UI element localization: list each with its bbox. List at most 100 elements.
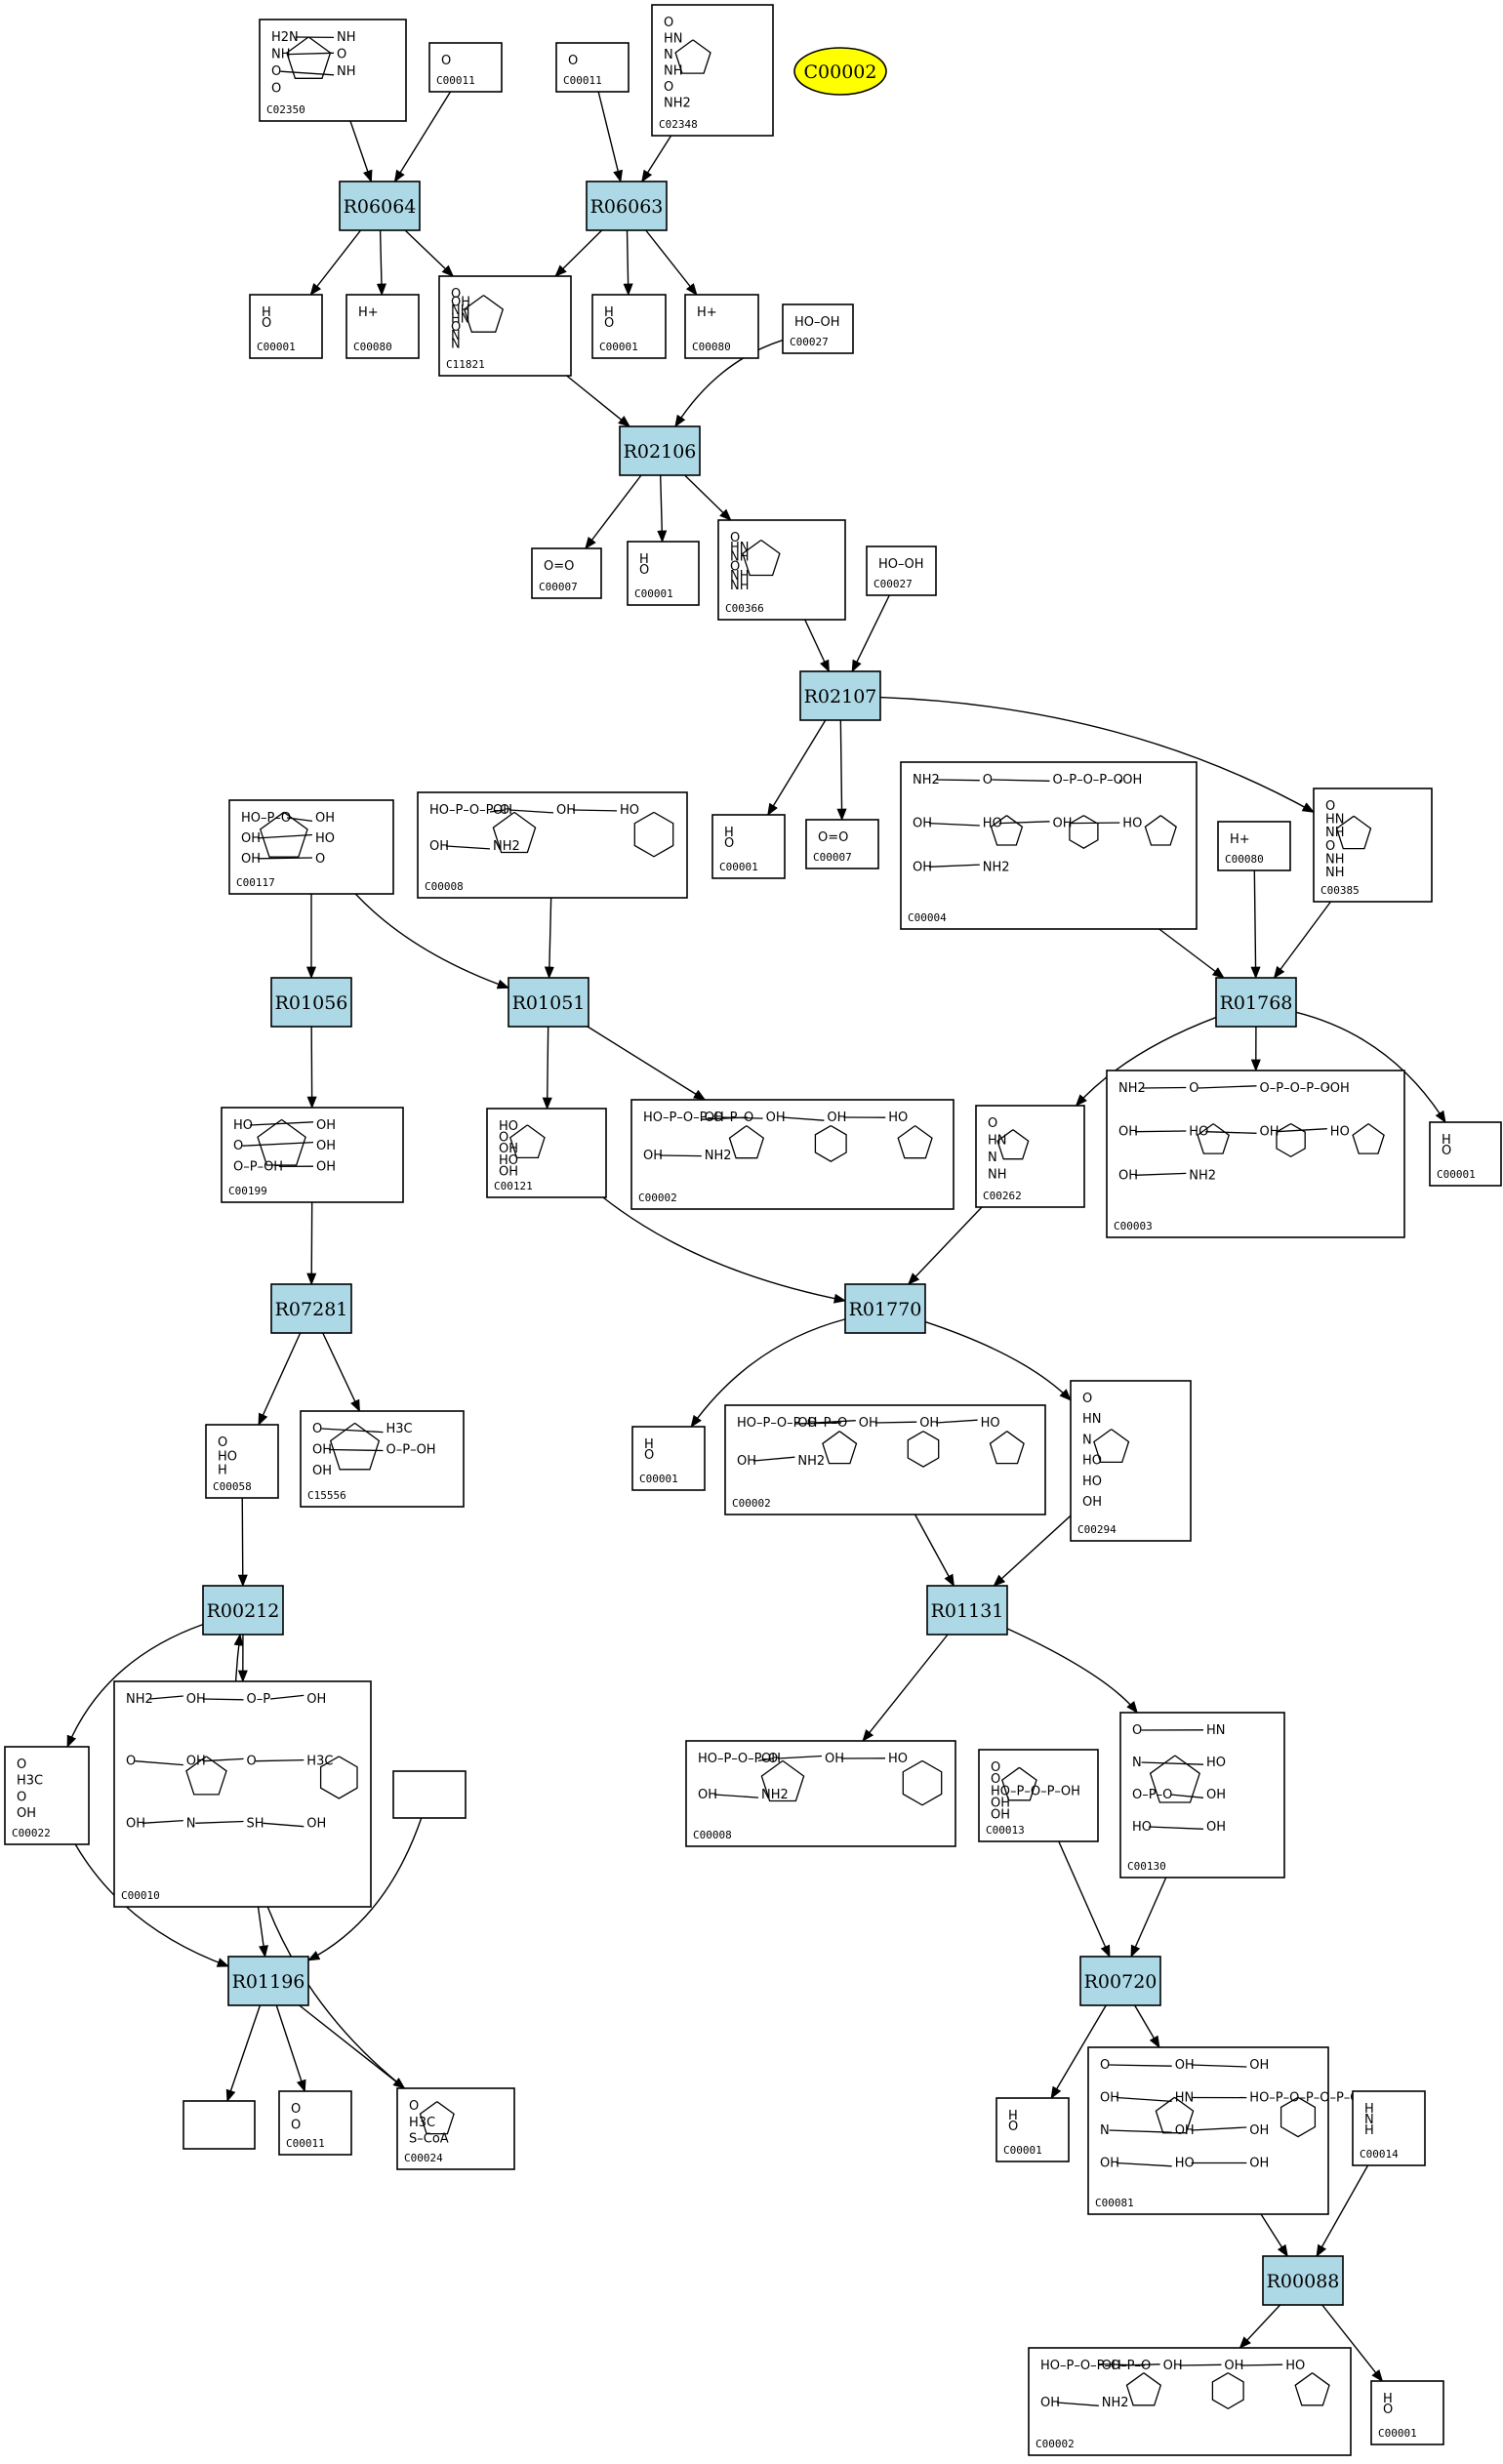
molecule-atom-label: OH xyxy=(797,1416,817,1431)
molecule-atom-label: OH xyxy=(17,1806,36,1821)
compound-box xyxy=(711,814,786,879)
molecule-bond xyxy=(1116,2096,1172,2103)
reaction-node-r00088[interactable]: R00088 xyxy=(1262,2255,1344,2306)
molecule-atom-label: HO xyxy=(499,1119,518,1134)
molecule-atom-label: HO xyxy=(888,1111,908,1125)
compound-node-blank1[interactable] xyxy=(392,1770,467,1819)
molecule-bond xyxy=(1179,2363,1222,2366)
reaction-node-r01770[interactable]: R01770 xyxy=(844,1283,926,1334)
molecule-atom-label: O xyxy=(1383,2403,1393,2417)
molecule-atom-label: HO–P–O–P–O–P–O xyxy=(643,1111,753,1125)
reaction-node-r00212[interactable]: R00212 xyxy=(202,1585,284,1636)
reaction-node-r01051[interactable]: R01051 xyxy=(508,977,589,1028)
compound-id-label: C00199 xyxy=(228,1185,267,1197)
reaction-node-r01131[interactable]: R01131 xyxy=(926,1585,1008,1636)
molecule-atom-label: O xyxy=(1325,839,1335,854)
edge-c00027a-R02106 xyxy=(674,339,784,428)
molecule-atom-label: O xyxy=(664,80,673,95)
reaction-box xyxy=(270,977,352,1028)
molecule-ring xyxy=(329,1422,381,1471)
molecule-atom-label: OH xyxy=(1249,2123,1269,2138)
molecule-atom-label: OH xyxy=(1330,1081,1350,1096)
reaction-node-r06063[interactable]: R06063 xyxy=(586,181,668,231)
reaction-node-r02107[interactable]: R02107 xyxy=(799,670,881,721)
edge-R00088-c00001h xyxy=(1321,2304,1384,2382)
compound-box xyxy=(805,819,879,869)
edge-blank1-R01196 xyxy=(306,1817,423,1961)
molecule-ring xyxy=(1001,1766,1037,1801)
molecule-atom-label: H xyxy=(639,552,649,567)
compound-id-label: C00007 xyxy=(813,851,852,864)
molecule-atom-label: H xyxy=(218,1464,227,1478)
legend-node[interactable]: C00002 xyxy=(793,47,887,96)
molecule-atom-label: NH2 xyxy=(1189,1168,1216,1183)
molecule-bond xyxy=(1109,2129,1172,2133)
molecule-bond xyxy=(928,864,980,868)
molecule-atom-label: HO–P–O–P–O xyxy=(429,803,509,818)
molecule-atom-label: OH xyxy=(1175,2058,1195,2073)
reaction-node-r01768[interactable]: R01768 xyxy=(1215,977,1297,1028)
reaction-node-r02106[interactable]: R02106 xyxy=(619,425,701,476)
molecule-bond xyxy=(489,809,506,813)
reaction-node-r06064[interactable]: R06064 xyxy=(339,181,421,231)
molecule-atom-label: NH2 xyxy=(705,1149,732,1163)
reaction-node-r07281[interactable]: R07281 xyxy=(270,1283,352,1334)
molecule-atom-label: HO xyxy=(1189,1125,1208,1140)
reaction-node-r01196[interactable]: R01196 xyxy=(227,1956,309,2006)
compound-box xyxy=(4,1746,90,1845)
compound-node-blank2[interactable] xyxy=(183,2100,256,2150)
molecule-atom-label: OH xyxy=(643,1149,663,1163)
molecule-atom-label: OH xyxy=(315,811,335,826)
molecule-atom-label: OH xyxy=(556,803,576,818)
molecule-atom-label: HN xyxy=(664,32,683,47)
reaction-node-r01056[interactable]: R01056 xyxy=(270,977,352,1028)
compound-box xyxy=(1429,1121,1502,1187)
reaction-node-r00720[interactable]: R00720 xyxy=(1079,1956,1161,2006)
molecule-atom-label: NH xyxy=(730,550,750,565)
